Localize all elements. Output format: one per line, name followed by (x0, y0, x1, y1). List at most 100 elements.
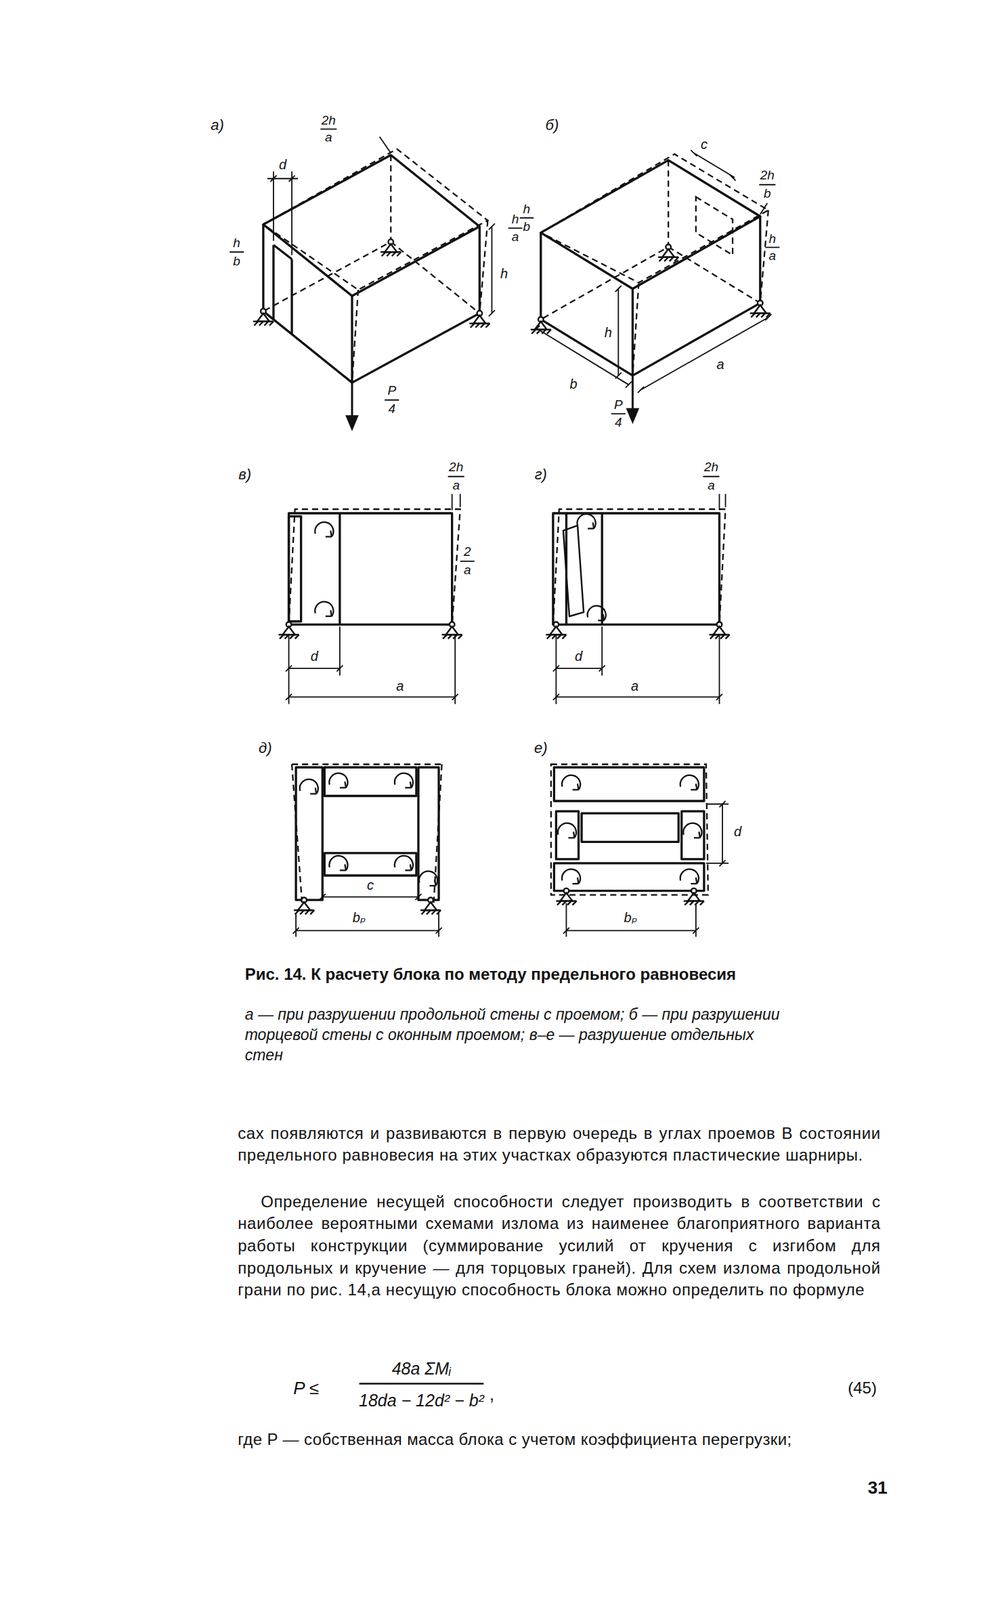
page-number: 31 (867, 1477, 889, 1498)
figure-letter: е) (533, 739, 549, 757)
dimension-label-holder: a (768, 248, 778, 264)
dimension-label: b (522, 219, 531, 234)
dimension-label-holder: a (715, 356, 725, 373)
dimension-label: a (511, 229, 520, 244)
dimension-label: b (763, 186, 772, 201)
figure-caption: Рис. 14. К расчету блока по методу преде… (245, 963, 787, 985)
dimension-label: b (568, 375, 578, 391)
dimension-label: b (232, 253, 242, 269)
load-label: P (613, 397, 624, 412)
dimension-label: d (574, 648, 583, 664)
dimension-label: a (715, 356, 725, 372)
caption-legend: а — при разрушении продольной стены с пр… (245, 1004, 787, 1065)
dimension-label-holder: 2h (320, 113, 337, 128)
dimension-label: a (630, 677, 640, 693)
dimension-label: bₚ (623, 909, 639, 925)
dimension-label: a (463, 562, 472, 577)
load-label-holder: 4 (387, 401, 397, 417)
figure-letter-holder: в) (237, 465, 252, 484)
formula-numerator-holder: 48a ΣMᵢ (391, 1358, 453, 1379)
dimension-label: h (232, 235, 242, 250)
dimension-label-holder: a (706, 477, 716, 493)
figure-letter-holder: г) (534, 465, 548, 484)
formula-part: P ≤ (292, 1377, 320, 1398)
dimension-label-holder: a (511, 229, 520, 245)
page-number-holder: 31 (867, 1477, 889, 1499)
dimension-label-holder: 2h (759, 167, 776, 183)
dimension-label: h (603, 324, 613, 340)
dimension-label-holder: d (574, 648, 583, 665)
dimension-label-holder: 2h (448, 459, 464, 475)
dimension-label: 2h (703, 459, 720, 474)
figure-letter-holder: е) (533, 739, 549, 757)
dimension-label-holder: c (700, 136, 709, 152)
body-paragraph: Определение несущей способности следует … (237, 1190, 881, 1302)
figure-letter-holder: а) (209, 116, 225, 135)
dimension-label: a (706, 477, 716, 493)
dimension-label: a (768, 248, 778, 263)
dimension-label-holder: h (603, 324, 613, 341)
formula-numerator: 48a ΣMᵢ (391, 1358, 453, 1378)
dimension-label: 2 (463, 544, 472, 559)
formula-part: , (488, 1383, 495, 1403)
load-label-holder: P (386, 383, 397, 399)
dimension-label: bₚ (352, 909, 367, 925)
formula-part-holder: , (488, 1383, 495, 1404)
dimension-label: 2h (320, 113, 337, 128)
equation-number: (45) (846, 1378, 878, 1397)
body-line-holder: где P — собственная масса блока с учетом… (237, 1428, 891, 1451)
dimension-label: a (451, 477, 461, 493)
figure-letter: в) (237, 465, 252, 483)
load-label: P (386, 383, 397, 398)
dimension-label-holder: a (630, 677, 640, 694)
figure-letter-holder: д) (257, 739, 273, 757)
caption-legend-holder: а — при разрушении продольной стены с пр… (245, 1004, 787, 1065)
dimension-label: d (278, 156, 288, 172)
formula-denominator-holder: 18da − 12d² − b² (358, 1389, 485, 1410)
dimension-label: d (310, 648, 319, 664)
formula-denominator: 18da − 12d² − b² (358, 1389, 485, 1409)
dimension-label-holder: d (733, 823, 743, 840)
dimension-label: d (733, 823, 743, 839)
dimension-label-holder: c (366, 876, 375, 893)
dimension-label-holder: h (511, 211, 520, 227)
figure-letter: д) (257, 739, 273, 757)
figure-letter-holder: б) (545, 116, 560, 135)
load-label: 4 (387, 401, 397, 416)
dimension-label-holder: b (522, 219, 531, 235)
load-label: 4 (614, 415, 623, 430)
dimension-label-holder: a (463, 562, 472, 578)
dimension-label: c (700, 136, 709, 151)
dimension-label-holder: bₚ (623, 909, 639, 925)
dimension-label: 2h (448, 459, 464, 474)
figure-caption-holder: Рис. 14. К расчету блока по методу преде… (245, 963, 787, 985)
dimension-label: c (366, 876, 375, 892)
dimension-label-holder: h (499, 265, 509, 281)
dimension-label-holder: b (568, 375, 578, 392)
dimension-label: a (324, 129, 334, 145)
figure-letter: а) (209, 116, 225, 134)
dimension-label-holder: bₚ (352, 909, 367, 925)
dimension-label: 2h (759, 167, 776, 183)
dimension-label: h (522, 201, 531, 216)
figure-letter: г) (534, 465, 548, 483)
dimension-label: h (768, 231, 778, 246)
dimension-label: h (499, 265, 509, 281)
figure-letter: б) (545, 116, 560, 134)
body-line: где P — собственная масса блока с учетом… (237, 1428, 891, 1451)
dimension-label-holder: h (768, 231, 778, 247)
dimension-label: h (511, 211, 520, 227)
body-paragraph: сах появляются и развиваются в первую оч… (237, 1122, 881, 1167)
equation-number-holder: (45) (846, 1378, 878, 1398)
dimension-label-holder: a (324, 129, 334, 145)
dimension-label-holder: d (310, 648, 319, 665)
dimension-label-holder: a (451, 477, 461, 493)
body-paragraph-holder: Определение несущей способности следует … (237, 1190, 881, 1302)
dimension-label-holder: h (232, 235, 242, 251)
dimension-label-holder: h (522, 201, 531, 217)
dimension-label-holder: b (763, 186, 772, 202)
formula-part-holder: P ≤ (292, 1377, 320, 1399)
load-label-holder: 4 (614, 415, 623, 430)
dimension-label-holder: d (278, 156, 288, 172)
